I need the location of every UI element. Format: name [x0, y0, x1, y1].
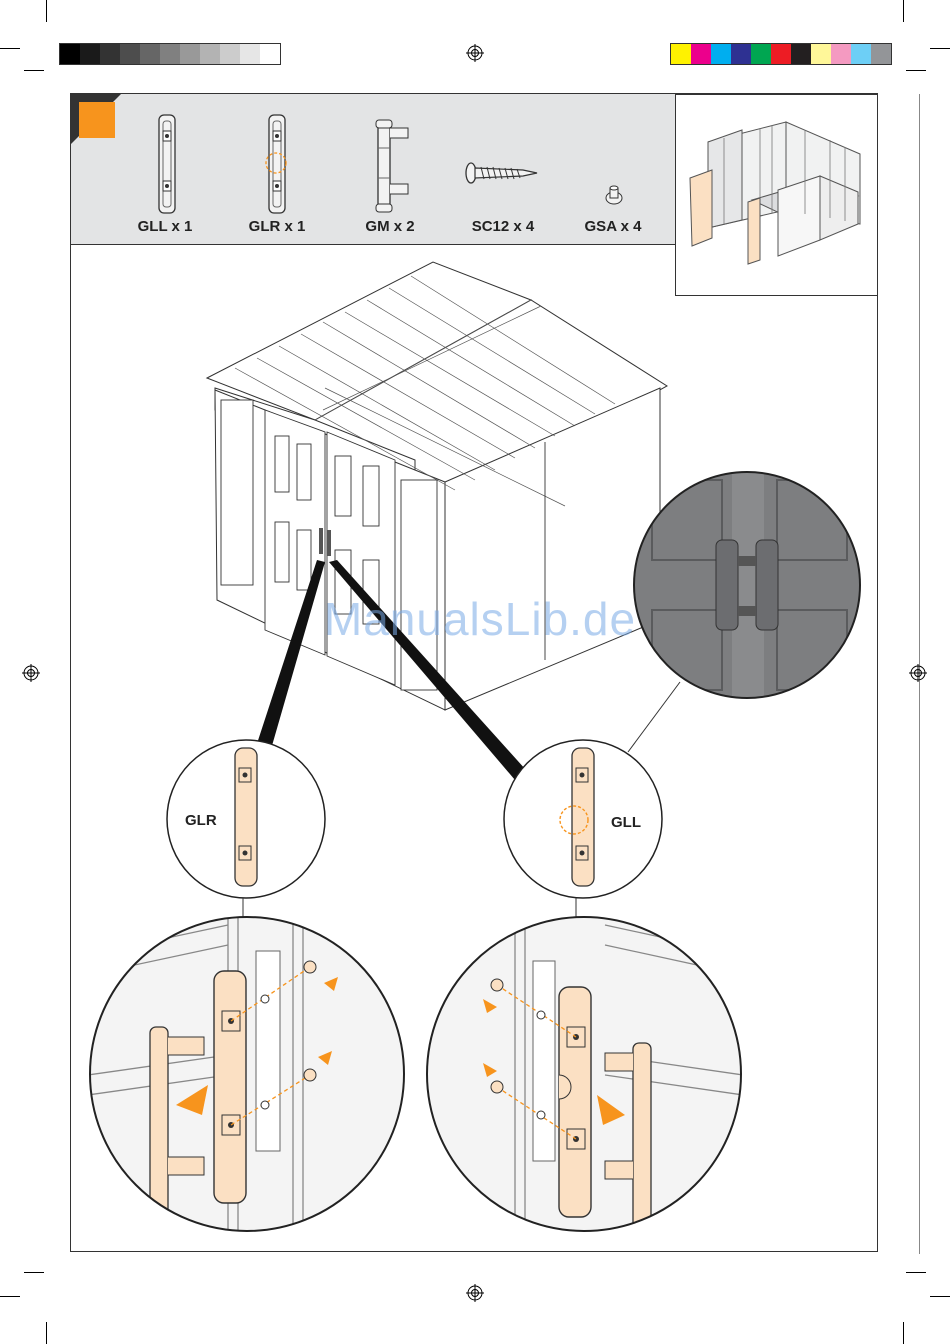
- crop-mark: [24, 70, 44, 71]
- left-door-assembly-circle: [88, 915, 406, 1233]
- color-swatch: [851, 44, 871, 64]
- crop-mark: [0, 48, 20, 49]
- part-label-sc12: SC12 x 4: [458, 218, 548, 235]
- color-swatch: [160, 44, 180, 64]
- crop-mark: [906, 1272, 926, 1273]
- registration-mark-left: [22, 664, 40, 682]
- step-marker: [71, 94, 121, 144]
- color-swatch: [260, 44, 280, 64]
- color-swatch: [100, 44, 120, 64]
- crop-mark: [906, 70, 926, 71]
- part-label-gll: GLL x 1: [120, 218, 210, 235]
- crop-mark: [24, 1272, 44, 1273]
- color-swatch: [751, 44, 771, 64]
- color-swatch: [871, 44, 891, 64]
- right-door-assembly-circle: [425, 915, 743, 1233]
- sc12-screw-icon: [465, 160, 539, 186]
- crop-mark: [0, 1296, 20, 1297]
- crop-mark: [930, 48, 950, 49]
- grayscale-color-bar: [59, 43, 281, 65]
- registration-mark-right: [909, 664, 927, 682]
- part-label-glr: GLR x 1: [232, 218, 322, 235]
- color-swatch: [80, 44, 100, 64]
- shed-walls-thumbnail: [680, 100, 875, 292]
- color-swatch: [811, 44, 831, 64]
- crop-mark: [46, 0, 47, 22]
- crop-mark: [930, 1296, 950, 1297]
- hinge-zoom-circle: [632, 470, 862, 700]
- color-swatch: [120, 44, 140, 64]
- color-swatch: [691, 44, 711, 64]
- crop-mark: [903, 0, 904, 22]
- crop-mark: [46, 1322, 47, 1344]
- glr-handle-icon: [262, 113, 292, 215]
- crop-mark: [903, 1322, 904, 1344]
- shed-illustration: [205, 260, 675, 715]
- part-label-gm: GM x 2: [345, 218, 435, 235]
- color-swatch: [140, 44, 160, 64]
- color-swatch: [220, 44, 240, 64]
- color-swatch: [731, 44, 751, 64]
- glr-callout-label: GLR: [185, 812, 217, 829]
- color-swatch: [200, 44, 220, 64]
- color-swatch: [180, 44, 200, 64]
- gm-hinge-icon: [370, 118, 414, 214]
- color-swatch: [711, 44, 731, 64]
- registration-mark-bottom: [466, 1284, 484, 1302]
- gll-handle-icon: [155, 113, 179, 215]
- gsa-spacer-icon: [604, 184, 624, 206]
- color-swatch: [60, 44, 80, 64]
- color-swatch: [671, 44, 691, 64]
- gll-callout-label: GLL: [611, 814, 641, 831]
- registration-mark-top: [466, 44, 484, 62]
- color-swatch: [831, 44, 851, 64]
- color-swatch: [771, 44, 791, 64]
- watermark: ManualsLib.de: [290, 592, 670, 646]
- color-swatch: [791, 44, 811, 64]
- color-swatch: [240, 44, 260, 64]
- part-label-gsa: GSA x 4: [568, 218, 658, 235]
- process-color-bar: [670, 43, 892, 65]
